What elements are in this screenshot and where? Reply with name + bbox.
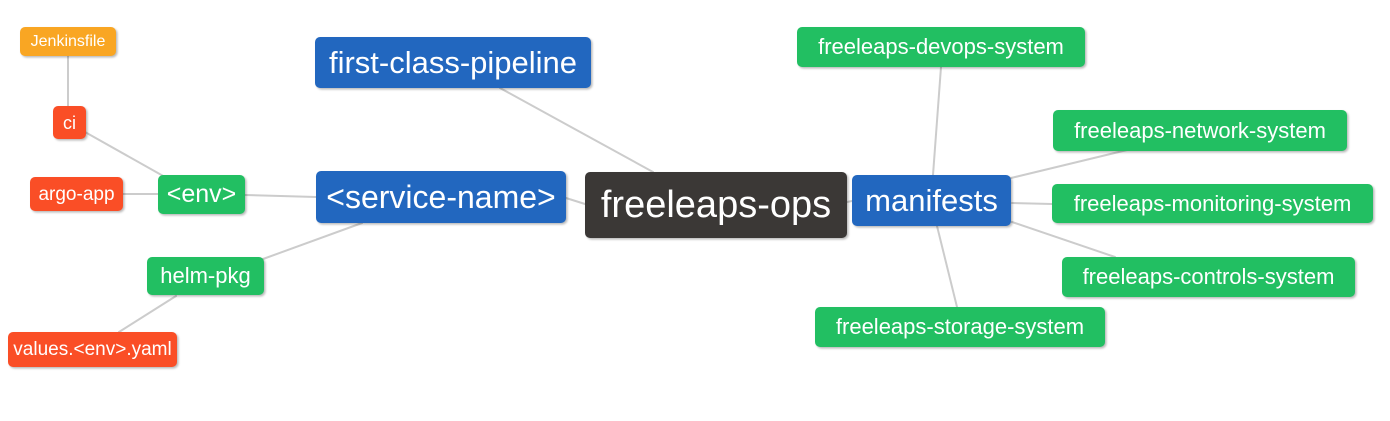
edge-service-name-freeleaps-ops xyxy=(565,197,586,205)
node-devops-system[interactable]: freeleaps-devops-system xyxy=(797,27,1085,67)
edge-manifests-storage-system xyxy=(936,225,958,308)
edge-helm-pkg-service-name xyxy=(262,222,363,260)
node-env[interactable]: <env> xyxy=(158,175,245,214)
edge-manifests-network-system xyxy=(1010,149,1128,179)
edge-values-env-yaml-helm-pkg xyxy=(118,295,177,333)
node-helm-pkg[interactable]: helm-pkg xyxy=(147,257,264,295)
node-monitoring-system[interactable]: freeleaps-monitoring-system xyxy=(1052,184,1373,223)
node-jenkinsfile[interactable]: Jenkinsfile xyxy=(20,27,116,56)
edge-env-service-name xyxy=(244,194,317,198)
node-service-name[interactable]: <service-name> xyxy=(316,171,566,223)
node-argo-app[interactable]: argo-app xyxy=(30,177,123,211)
edge-freeleaps-ops-manifests xyxy=(846,200,853,203)
node-freeleaps-ops[interactable]: freeleaps-ops xyxy=(585,172,847,238)
node-storage-system[interactable]: freeleaps-storage-system xyxy=(815,307,1105,347)
node-network-system[interactable]: freeleaps-network-system xyxy=(1053,110,1347,151)
edge-manifests-monitoring-system xyxy=(1011,202,1053,205)
edge-manifests-controls-system xyxy=(1011,221,1116,258)
node-manifests[interactable]: manifests xyxy=(852,175,1011,226)
edge-ci-env xyxy=(84,131,166,178)
node-values-env-yaml[interactable]: values.<env>.yaml xyxy=(8,332,177,367)
edge-manifests-devops-system xyxy=(932,66,942,176)
node-ci[interactable]: ci xyxy=(53,106,86,139)
node-first-class-pipeline[interactable]: first-class-pipeline xyxy=(315,37,591,88)
node-controls-system[interactable]: freeleaps-controls-system xyxy=(1062,257,1355,297)
edge-first-class-pipeline-freeleaps-ops xyxy=(499,87,654,173)
